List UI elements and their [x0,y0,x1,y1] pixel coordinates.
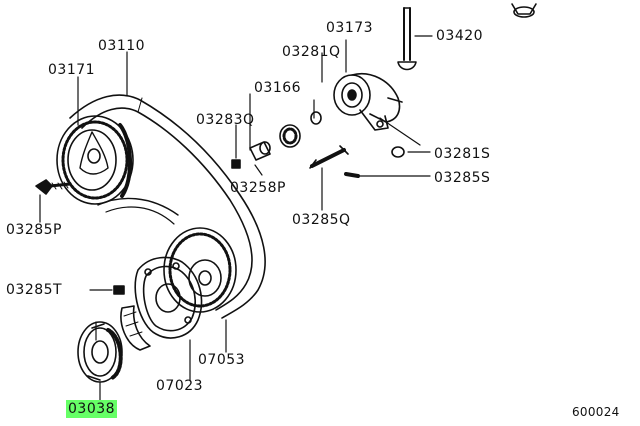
tensioner-03173 [333,73,403,131]
leader-lines [39,35,433,401]
crank-sprocket-07053 [163,227,237,313]
sprocket-03038 [77,321,123,383]
label-07053: 07053 [198,352,246,368]
gear-segment [120,305,151,351]
label-03171: 03171 [48,62,96,78]
label-03283q: 03283Q [196,112,255,128]
bolt-03285t [113,285,125,295]
bolt-03283q [231,159,241,169]
bolt-03285p [35,179,72,195]
label-03420: 03420 [436,28,484,44]
label-03258p: 03258P [230,180,286,196]
label-03285s: 03285S [434,170,491,186]
valve-03420 [397,7,417,71]
label-03038-highlighted: 03038 [66,400,118,418]
label-03110: 03110 [98,38,146,54]
bolt-03285s [344,172,360,178]
label-03173: 03173 [326,20,374,36]
diagram-code: 600024 [572,405,620,419]
washer-03281q [310,111,322,125]
bolt-03285q [309,145,349,169]
label-03285q: 03285Q [292,212,351,228]
bushing-03258p [249,141,271,161]
label-03281q: 03281Q [282,44,341,60]
label-03285t: 03285T [6,282,63,298]
label-07023: 07023 [156,378,204,394]
small-gear-03166 [279,124,301,148]
top-right-part [511,3,537,18]
label-03166: 03166 [254,80,302,96]
camshaft-sprocket [56,115,134,205]
pulley-plate-07023 [134,256,203,339]
washer-03281s [391,146,405,158]
label-03285p: 03285P [6,222,62,238]
label-03281s: 03281S [434,146,491,162]
